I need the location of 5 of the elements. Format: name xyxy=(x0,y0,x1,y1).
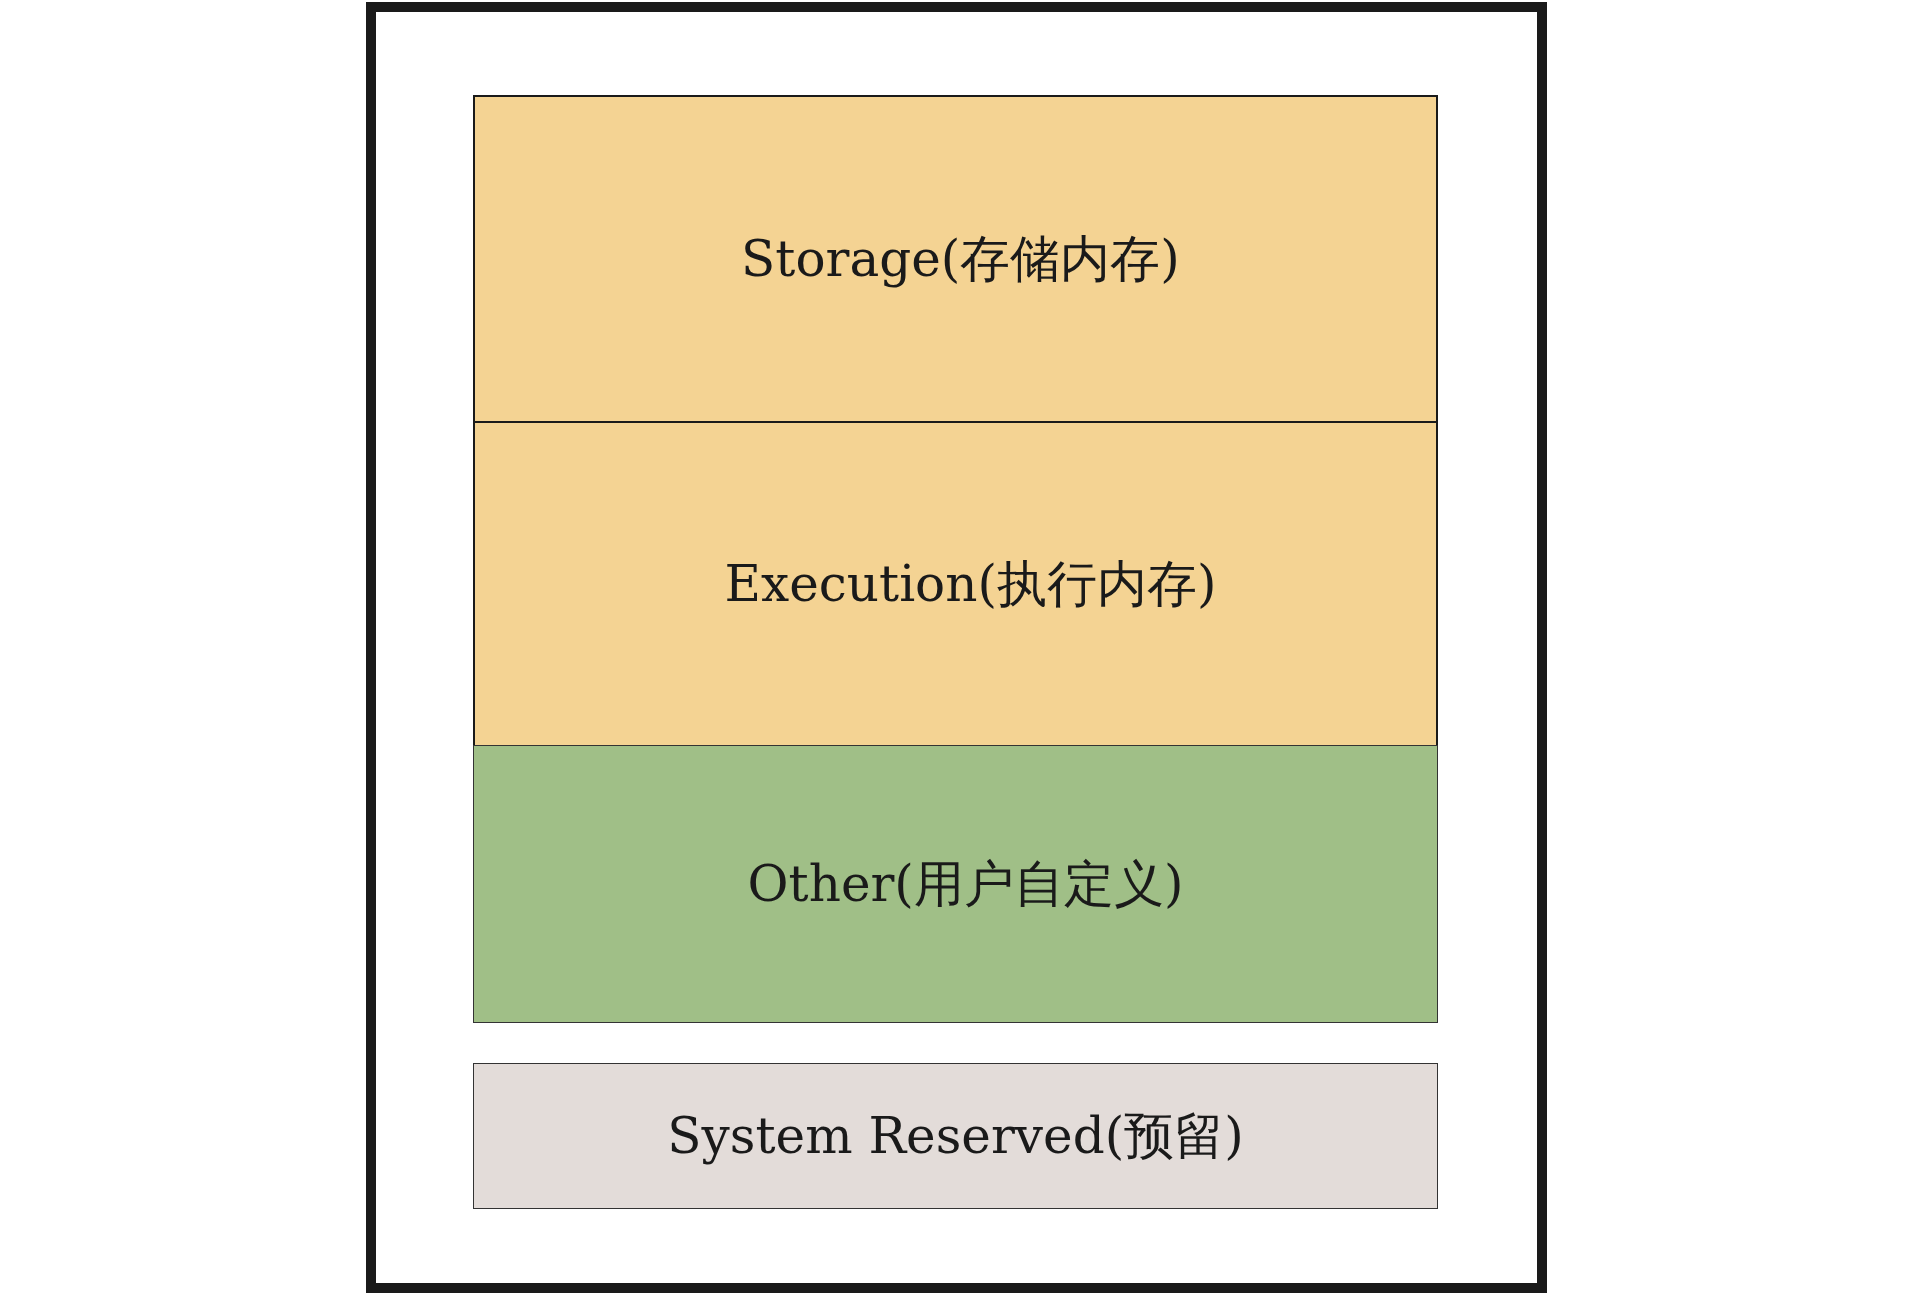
memory-block: Storage(存储内存) xyxy=(473,95,1438,422)
frame-border xyxy=(366,2,1547,1293)
memory-block: Other(用户自定义) xyxy=(473,745,1438,1023)
memory-block: Execution(执行内存) xyxy=(473,421,1438,747)
memory-block: System Reserved(预留) xyxy=(473,1063,1438,1209)
